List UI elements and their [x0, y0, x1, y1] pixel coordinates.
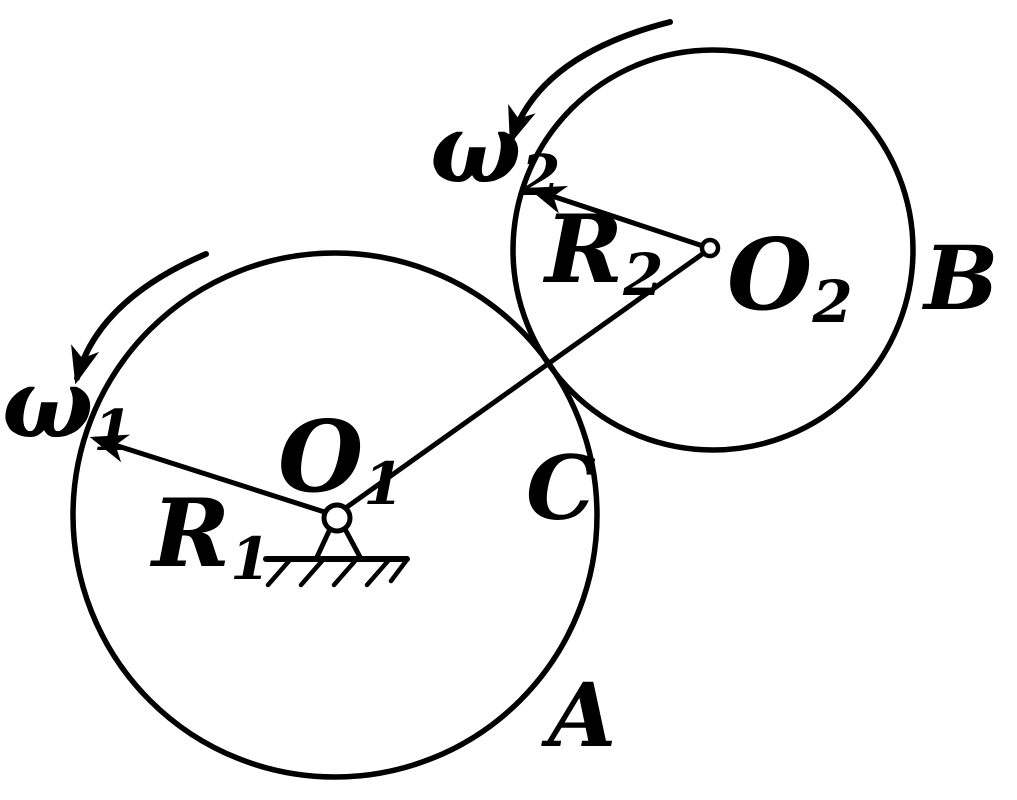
support-leg-right: [342, 526, 363, 560]
wheel-b-circle: [510, 47, 916, 453]
label-wheel-b: B: [921, 226, 998, 330]
ground-hatch-line: [331, 558, 358, 588]
support-leg-left: [314, 526, 333, 560]
radius-r2-arrow-icon: [527, 185, 712, 251]
label-wheel-a: A: [541, 663, 616, 767]
wheel-a-circle: [70, 250, 600, 780]
label-omega2: ω2: [430, 92, 560, 209]
label-contact-c: C: [526, 436, 596, 540]
ground-hatch-line: [298, 558, 325, 588]
wheel-b-rotation-arrow-icon: [508, 19, 673, 145]
label-r2: R2: [542, 195, 663, 309]
ground-hatch-line: [265, 558, 292, 588]
ground-hatch-line: [388, 558, 409, 584]
fixed-support-icon: [263, 526, 410, 588]
radius-r1-arrow-icon: [89, 434, 340, 519]
label-omega1: ω1: [2, 347, 132, 464]
label-o2: O2: [727, 218, 853, 336]
wheel-a-rotation-arrow-icon: [71, 251, 209, 385]
ground-hatch-line: [364, 558, 391, 588]
label-o1: O1: [278, 400, 404, 518]
center-pin-o2-icon: [699, 237, 721, 259]
pivot-pin-o1-icon: [321, 502, 353, 534]
center-line-o1-o2: [337, 247, 711, 515]
label-r1: R1: [149, 479, 270, 593]
